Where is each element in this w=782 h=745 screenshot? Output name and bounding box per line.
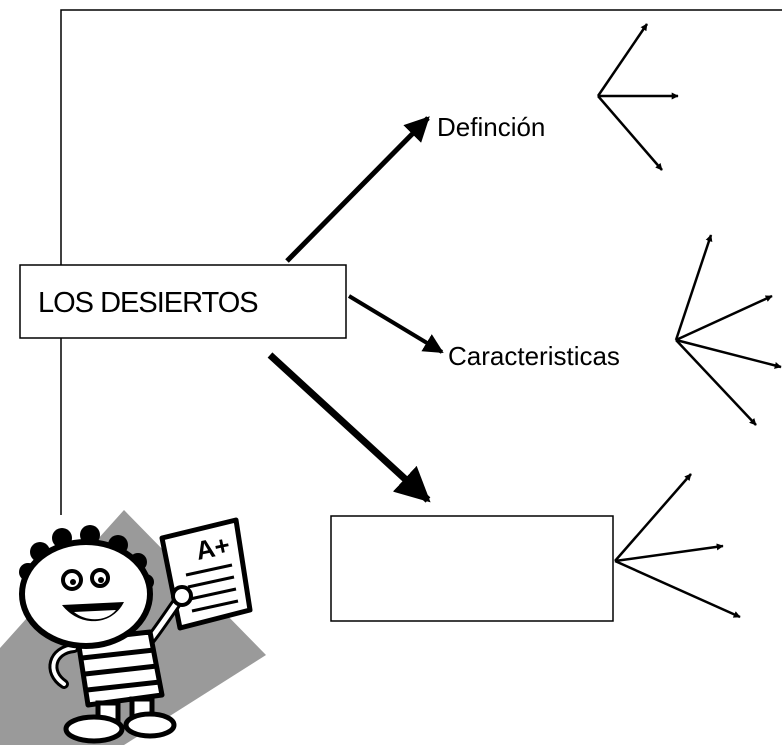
arrow-to-third-branch [267, 352, 431, 503]
head [19, 539, 153, 649]
arrow-to-definicion [285, 116, 430, 263]
empty-branch-box [330, 515, 614, 622]
sub-arrow [674, 234, 713, 341]
student-clipart-icon: A+ [0, 510, 266, 745]
branch-label-caracteristicas: Caracteristicas [448, 341, 620, 371]
sub-arrow [596, 23, 649, 97]
sub-arrow [675, 294, 773, 342]
outer-frame [60, 9, 782, 515]
sub-arrow [614, 543, 724, 563]
empty-branch-sub-arrows [614, 473, 741, 619]
caracteristicas-sub-arrows [674, 234, 782, 426]
sub-arrow [614, 473, 692, 562]
sub-arrow [597, 95, 663, 171]
main-node-label: LOS DESIERTOS [38, 287, 258, 319]
definicion-sub-arrows [596, 23, 679, 171]
branch-label-definicion: Definción [437, 112, 545, 142]
sub-arrow [614, 559, 741, 619]
empty-branch-node [330, 515, 614, 622]
main-node-box [19, 264, 347, 339]
arrow-to-caracteristicas [347, 294, 444, 354]
paper-grade: A+ [193, 529, 232, 565]
graded-paper: A+ [159, 517, 253, 631]
sub-arrow [675, 338, 782, 369]
sub-arrow [675, 339, 757, 426]
main-node: LOS DESIERTOS [19, 264, 347, 339]
